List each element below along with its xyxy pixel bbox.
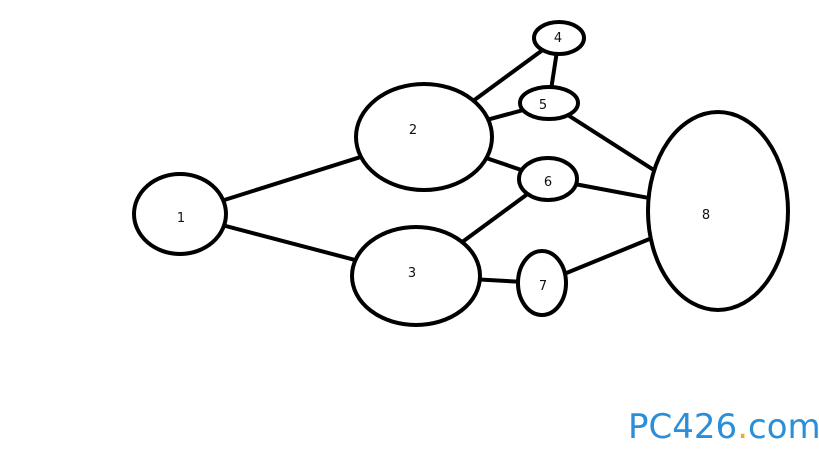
node-7-ellipse (516, 249, 568, 317)
node-1: 1 (132, 172, 228, 256)
node-2-label: 2 (409, 123, 417, 138)
node-4: 4 (532, 20, 586, 56)
node-6-label: 6 (544, 175, 552, 190)
node-8-label: 8 (702, 208, 710, 223)
node-7-label: 7 (539, 279, 547, 294)
node-3-label: 3 (408, 266, 416, 281)
watermark-text: PC426.com (628, 407, 819, 447)
node-3: 3 (350, 225, 482, 327)
node-5-ellipse (518, 85, 580, 121)
node-2: 2 (354, 82, 494, 192)
node-8: 8 (646, 110, 790, 312)
node-6-ellipse (517, 156, 579, 202)
node-5-label: 5 (539, 98, 547, 113)
node-8-ellipse (646, 110, 790, 312)
node-1-ellipse (132, 172, 228, 256)
node-2-ellipse (354, 82, 494, 192)
watermark-logo: PC426.com (628, 400, 819, 450)
nodes-layer: 1 2 3 4 5 6 7 8 (132, 20, 790, 327)
node-7: 7 (516, 249, 568, 317)
node-4-ellipse (532, 20, 586, 56)
node-6: 6 (517, 156, 579, 202)
node-1-label: 1 (177, 211, 185, 226)
node-4-label: 4 (554, 31, 562, 46)
node-5: 5 (518, 85, 580, 121)
node-3-ellipse (350, 225, 482, 327)
